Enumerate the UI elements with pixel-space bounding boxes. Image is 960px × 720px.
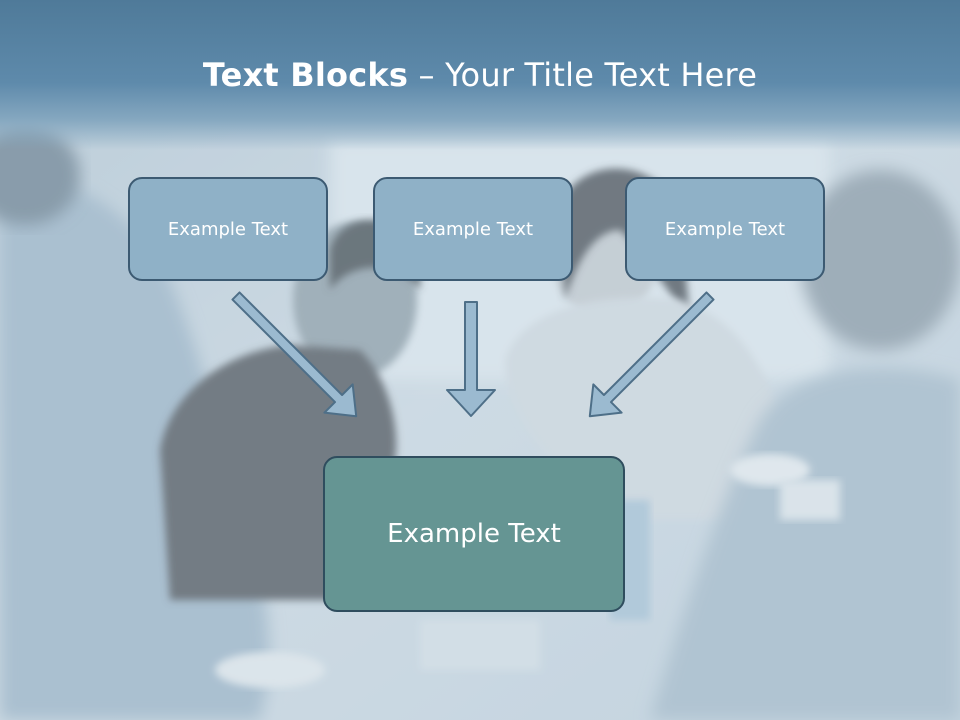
text-block-1-label: Example Text [167,218,289,240]
text-block-1[interactable]: Example Text [128,177,328,281]
arrow-left [231,291,358,418]
arrow-right [588,291,715,418]
text-block-2-label: Example Text [412,218,534,240]
title-rest: Your Title Text Here [445,56,758,94]
text-block-main[interactable]: Example Text [323,456,625,612]
arrow-center [446,301,496,417]
text-block-main-label: Example Text [387,519,561,549]
text-block-3-label: Example Text [664,218,786,240]
text-block-3[interactable]: Example Text [625,177,825,281]
title-bold: Text Blocks [202,56,409,94]
title-dash: – [408,56,446,94]
text-block-2[interactable]: Example Text [373,177,573,281]
title-band [0,0,960,150]
slide-title: Text Blocks – Your Title Text Here [0,56,960,94]
